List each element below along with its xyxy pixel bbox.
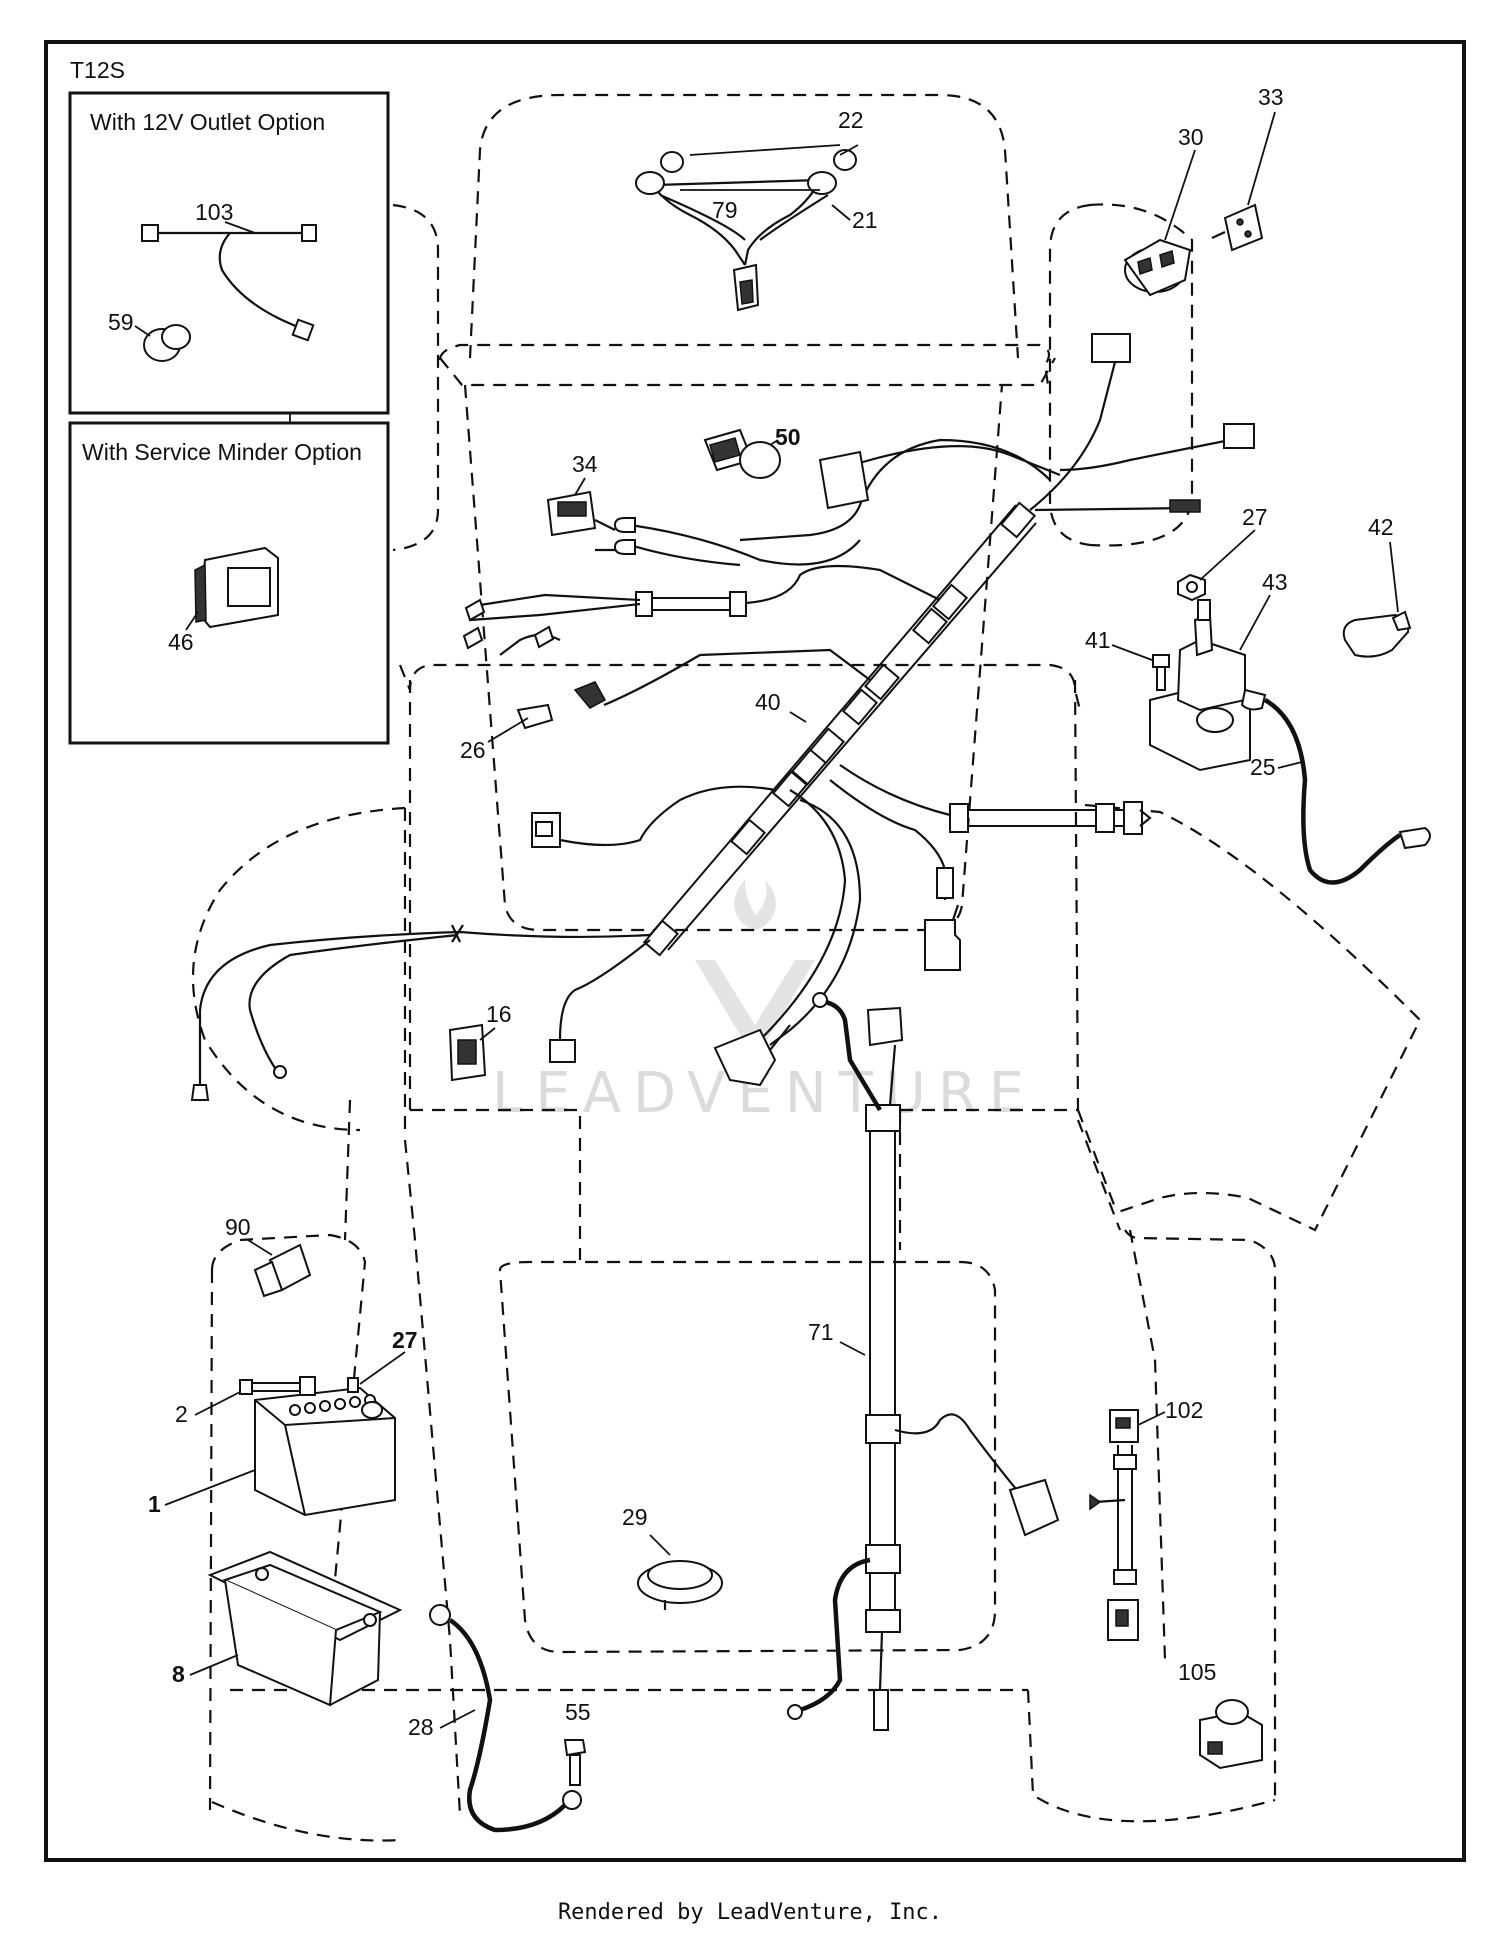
callout-22: 22 — [838, 107, 864, 133]
callout-34: 34 — [572, 451, 598, 477]
tractor-outline — [191, 93, 1422, 1842]
callout-16: 16 — [486, 1001, 512, 1027]
inset-12v-title: With 12V Outlet Option — [90, 109, 325, 135]
diagram-code: T12S — [70, 57, 125, 83]
key-33 — [1211, 203, 1264, 252]
component-90 — [253, 1243, 312, 1298]
ignition-switch-30 — [1123, 238, 1192, 297]
battery-1 — [254, 1386, 396, 1517]
callout-42: 42 — [1368, 514, 1394, 540]
callout-103: 103 — [195, 199, 233, 225]
callout-59: 59 — [108, 309, 134, 335]
cable-25 — [1240, 688, 1431, 885]
callout-90: 90 — [225, 1214, 251, 1240]
callout-27-battery: 27 — [392, 1327, 418, 1353]
footer-credit: Rendered by LeadVenture, Inc. — [557, 1900, 943, 1925]
callout-26: 26 — [460, 737, 486, 763]
switch-105 — [1199, 1699, 1263, 1770]
callout-50: 50 — [775, 424, 801, 450]
diagram-frame — [44, 40, 1466, 1862]
callout-46: 46 — [168, 629, 194, 655]
callout-40: 40 — [755, 689, 781, 715]
cable-28 — [429, 1604, 582, 1833]
seat-switch-29 — [637, 1560, 723, 1610]
solenoid-43 — [1149, 599, 1251, 772]
callout-1: 1 — [148, 1491, 161, 1517]
callout-79: 79 — [712, 197, 738, 223]
callout-27-top: 27 — [1242, 504, 1268, 530]
rocker-switch-34 — [546, 490, 597, 537]
nut-27-top — [1177, 573, 1206, 602]
headlight-assembly — [635, 149, 857, 312]
callout-105: 105 — [1178, 1659, 1216, 1685]
inset-service-minder-title: With Service Minder Option — [82, 439, 362, 465]
callout-41: 41 — [1085, 627, 1111, 653]
inset-service-minder: With Service Minder Option 46 — [68, 421, 390, 745]
callout-21: 21 — [852, 207, 878, 233]
boot-42 — [1342, 610, 1412, 658]
callout-43: 43 — [1262, 569, 1288, 595]
callout-55: 55 — [565, 1699, 591, 1725]
callout-71: 71 — [808, 1319, 834, 1345]
nut-27-battery — [347, 1377, 359, 1393]
callout-29: 29 — [622, 1504, 648, 1530]
callout-30: 30 — [1178, 124, 1204, 150]
callout-28: 28 — [408, 1714, 434, 1740]
harness-102 — [1089, 1409, 1139, 1641]
bolt-41 — [1152, 654, 1170, 691]
callout-8: 8 — [172, 1661, 185, 1687]
bolt-55 — [563, 1739, 587, 1786]
callout-102: 102 — [1165, 1397, 1203, 1423]
callout-25: 25 — [1250, 754, 1276, 780]
main-harness-40 — [190, 333, 1255, 1101]
callout-33: 33 — [1258, 84, 1284, 110]
callout-2: 2 — [175, 1401, 188, 1427]
harness-71 — [787, 992, 1060, 1731]
battery-tray-8 — [207, 1550, 403, 1707]
inset-12v-outlet: With 12V Outlet Option 103 59 — [68, 91, 390, 415]
bolt-2 — [239, 1376, 316, 1396]
switch-50 — [703, 428, 781, 479]
relay-16 — [448, 1023, 487, 1082]
